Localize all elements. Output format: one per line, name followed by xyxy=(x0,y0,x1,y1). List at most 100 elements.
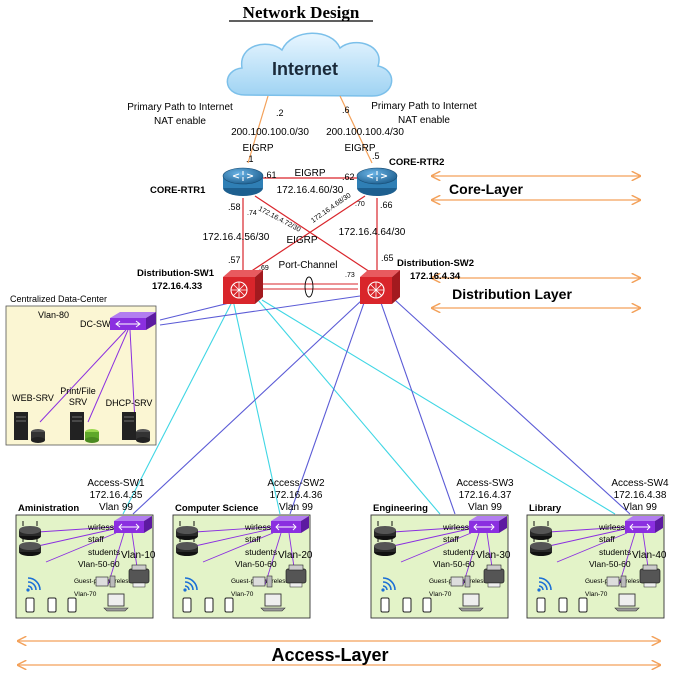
access-point-icon xyxy=(19,537,41,556)
dist2-name: Distribution-SW2 xyxy=(397,258,474,269)
dist1-top-octet: .57 xyxy=(228,255,241,265)
access-point-icon xyxy=(530,537,552,556)
rtr1-right-octet: .61 xyxy=(264,170,277,180)
students-label: students xyxy=(443,547,475,557)
wireless-label: wirless xyxy=(598,522,625,532)
uplink-rtr2 xyxy=(339,95,373,164)
rtr2-bottom-left-octet: .70 xyxy=(355,201,365,208)
vlan-50-60-label: Vlan-50-60 xyxy=(78,559,120,569)
rtr1-bottom-right-octet: .74 xyxy=(247,210,257,217)
desktop-icon xyxy=(450,575,471,588)
dist1-name: Distribution-SW1 xyxy=(137,268,215,279)
internet-cloud: Internet xyxy=(226,32,393,97)
distribution-sw1[interactable] xyxy=(223,270,263,304)
core-rtr1[interactable] xyxy=(222,167,264,196)
rtr2-name: CORE-RTR2 xyxy=(389,157,444,168)
laptop-icon xyxy=(260,593,286,612)
subnet-left: 200.100.100.0/30 xyxy=(231,127,309,138)
eigrp-right: EIGRP xyxy=(344,143,375,154)
rtr2-dist2-subnet: 172.16.4.64/30 xyxy=(339,227,406,238)
access-switch[interactable] xyxy=(625,516,663,533)
cross-protocol: EIGRP xyxy=(286,235,317,246)
students-label: students xyxy=(245,547,277,557)
phone-icon xyxy=(47,597,57,613)
rtr1-top-octet: .1 xyxy=(246,154,254,164)
dist2-top-octet: .65 xyxy=(381,253,394,263)
access-sw-name: Access-SW2 xyxy=(267,478,325,489)
path-left-line1: Primary Path to Internet xyxy=(127,102,233,113)
wireless-label: wirless xyxy=(442,522,469,532)
print-file-srv-icon[interactable] xyxy=(70,412,99,443)
phone-icon xyxy=(204,597,214,613)
vlan-70-label: Vlan-70 xyxy=(585,591,608,598)
department-name: Engineering xyxy=(373,503,428,514)
printer-icon xyxy=(285,564,307,588)
access-sw-name: Access-SW4 xyxy=(611,478,669,489)
students-label: students xyxy=(88,547,120,557)
access-point-icon xyxy=(176,521,198,540)
vlan-50-60-label: Vlan-50-60 xyxy=(235,559,277,569)
dist1-right-octet: .69 xyxy=(259,265,269,272)
desktop-icon xyxy=(606,575,627,588)
department-vlan-tag: Vlan-10 xyxy=(121,550,156,561)
printer-icon xyxy=(483,564,505,588)
vlan-70-label: Vlan-70 xyxy=(429,591,452,598)
wireless-label: wirless xyxy=(244,522,271,532)
students-label: students xyxy=(599,547,631,557)
phone-icon xyxy=(578,597,588,613)
staff-label: staff xyxy=(599,534,616,544)
datacenter-switch-label: DC-SW xyxy=(80,319,111,329)
access-point-icon xyxy=(176,537,198,556)
desktop-icon xyxy=(252,575,273,588)
dist2-left-octet: .73 xyxy=(345,272,355,279)
distribution-sw2[interactable] xyxy=(360,270,400,304)
core-link-subnet: 172.16.4.60/30 xyxy=(277,185,344,196)
phone-icon xyxy=(224,597,234,613)
web-srv-label: WEB-SRV xyxy=(12,393,54,403)
page-title: Network Design xyxy=(243,3,360,22)
web-srv-icon[interactable] xyxy=(14,412,45,443)
staff-label: staff xyxy=(245,534,262,544)
staff-label: staff xyxy=(443,534,460,544)
octet-left: .2 xyxy=(276,108,284,118)
access-sw-name: Access-SW3 xyxy=(456,478,514,489)
dhcp-srv-label: DHCP-SRV xyxy=(106,398,153,408)
access-sw-ip: 172.16.4.36 xyxy=(270,490,323,501)
cross-left-subnet: 172.16.4.72/30 xyxy=(257,206,302,234)
dc-switch[interactable] xyxy=(110,312,156,330)
dhcp-srv-icon[interactable] xyxy=(122,412,150,443)
department-name: Aministration xyxy=(18,503,79,514)
access-switch[interactable] xyxy=(271,516,309,533)
access-switch[interactable] xyxy=(114,516,152,533)
rtr2-top-octet: .5 xyxy=(372,151,380,161)
wifi-icon xyxy=(26,577,41,592)
rtr1-name: CORE-RTR1 xyxy=(150,185,206,196)
access-switch[interactable] xyxy=(469,516,507,533)
dist1-ip: 172.16.4.33 xyxy=(152,281,202,292)
wifi-icon xyxy=(537,577,552,592)
access-layer-label: Access-Layer xyxy=(271,645,388,665)
core-link-protocol: EIGRP xyxy=(294,168,325,179)
rtr1-dist2-link xyxy=(254,195,371,273)
phone-icon xyxy=(422,597,432,613)
uplink-rtr1 xyxy=(247,95,269,164)
phone-icon xyxy=(182,597,192,613)
core-rtr2[interactable] xyxy=(356,167,398,196)
phone-icon xyxy=(380,597,390,613)
port-channel-bundle-icon xyxy=(304,276,314,298)
rtr2-bottom-right-octet: .66 xyxy=(380,200,393,210)
path-left-line2: NAT enable xyxy=(154,116,206,127)
core-layer-label: Core-Layer xyxy=(449,181,523,197)
port-channel-label: Port-Channel xyxy=(279,260,338,271)
phone-icon xyxy=(25,597,35,613)
octet-right: .6 xyxy=(342,105,350,115)
access-sw-ip: 172.16.4.37 xyxy=(459,490,512,501)
access-sw-vlan: Vlan 99 xyxy=(623,502,657,513)
access-point-icon xyxy=(374,537,396,556)
staff-label: staff xyxy=(88,534,105,544)
access-sw-name: Access-SW1 xyxy=(87,478,145,489)
